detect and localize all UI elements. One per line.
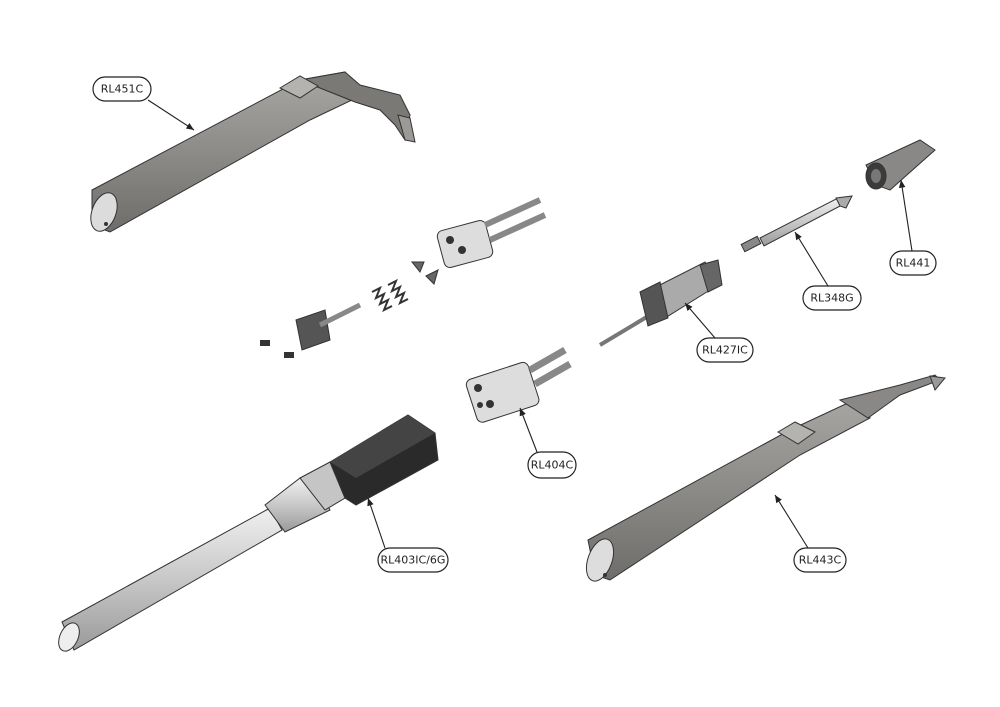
callout-rl404c: RL404C: [519, 407, 577, 479]
label-rl441: RL441: [896, 257, 931, 270]
label-rl427ic: RL427IC: [702, 344, 748, 357]
label-rl348g: RL348G: [810, 292, 853, 305]
tip-rl348g: [740, 195, 853, 253]
callout-rl443c: RL443C: [774, 494, 847, 573]
label-rl443c: RL443C: [799, 554, 842, 567]
socket-rl404c: [465, 346, 572, 423]
connector-plate: [260, 302, 362, 358]
label-rl451c: RL451C: [101, 83, 144, 96]
handle-rl443c: [585, 374, 946, 582]
springs: [371, 261, 439, 313]
label-rl404c: RL404C: [531, 459, 574, 472]
callout-rl427ic: RL427IC: [684, 302, 754, 363]
heater-rl427ic: [598, 259, 723, 347]
socket-assembly-upper: [436, 197, 547, 268]
label-rl403ic: RL403IC/6G: [381, 554, 446, 567]
callout-rl441: RL441: [889, 179, 937, 276]
callout-rl451c: RL451C: [92, 76, 195, 131]
callout-rl348g: RL348G: [794, 231, 862, 311]
tip-cone-rl441: [865, 139, 936, 191]
handle-rl403ic: [58, 414, 439, 652]
callout-rl403ic: RL403IC/6G: [367, 497, 449, 573]
handle-rl451c: [90, 71, 416, 233]
